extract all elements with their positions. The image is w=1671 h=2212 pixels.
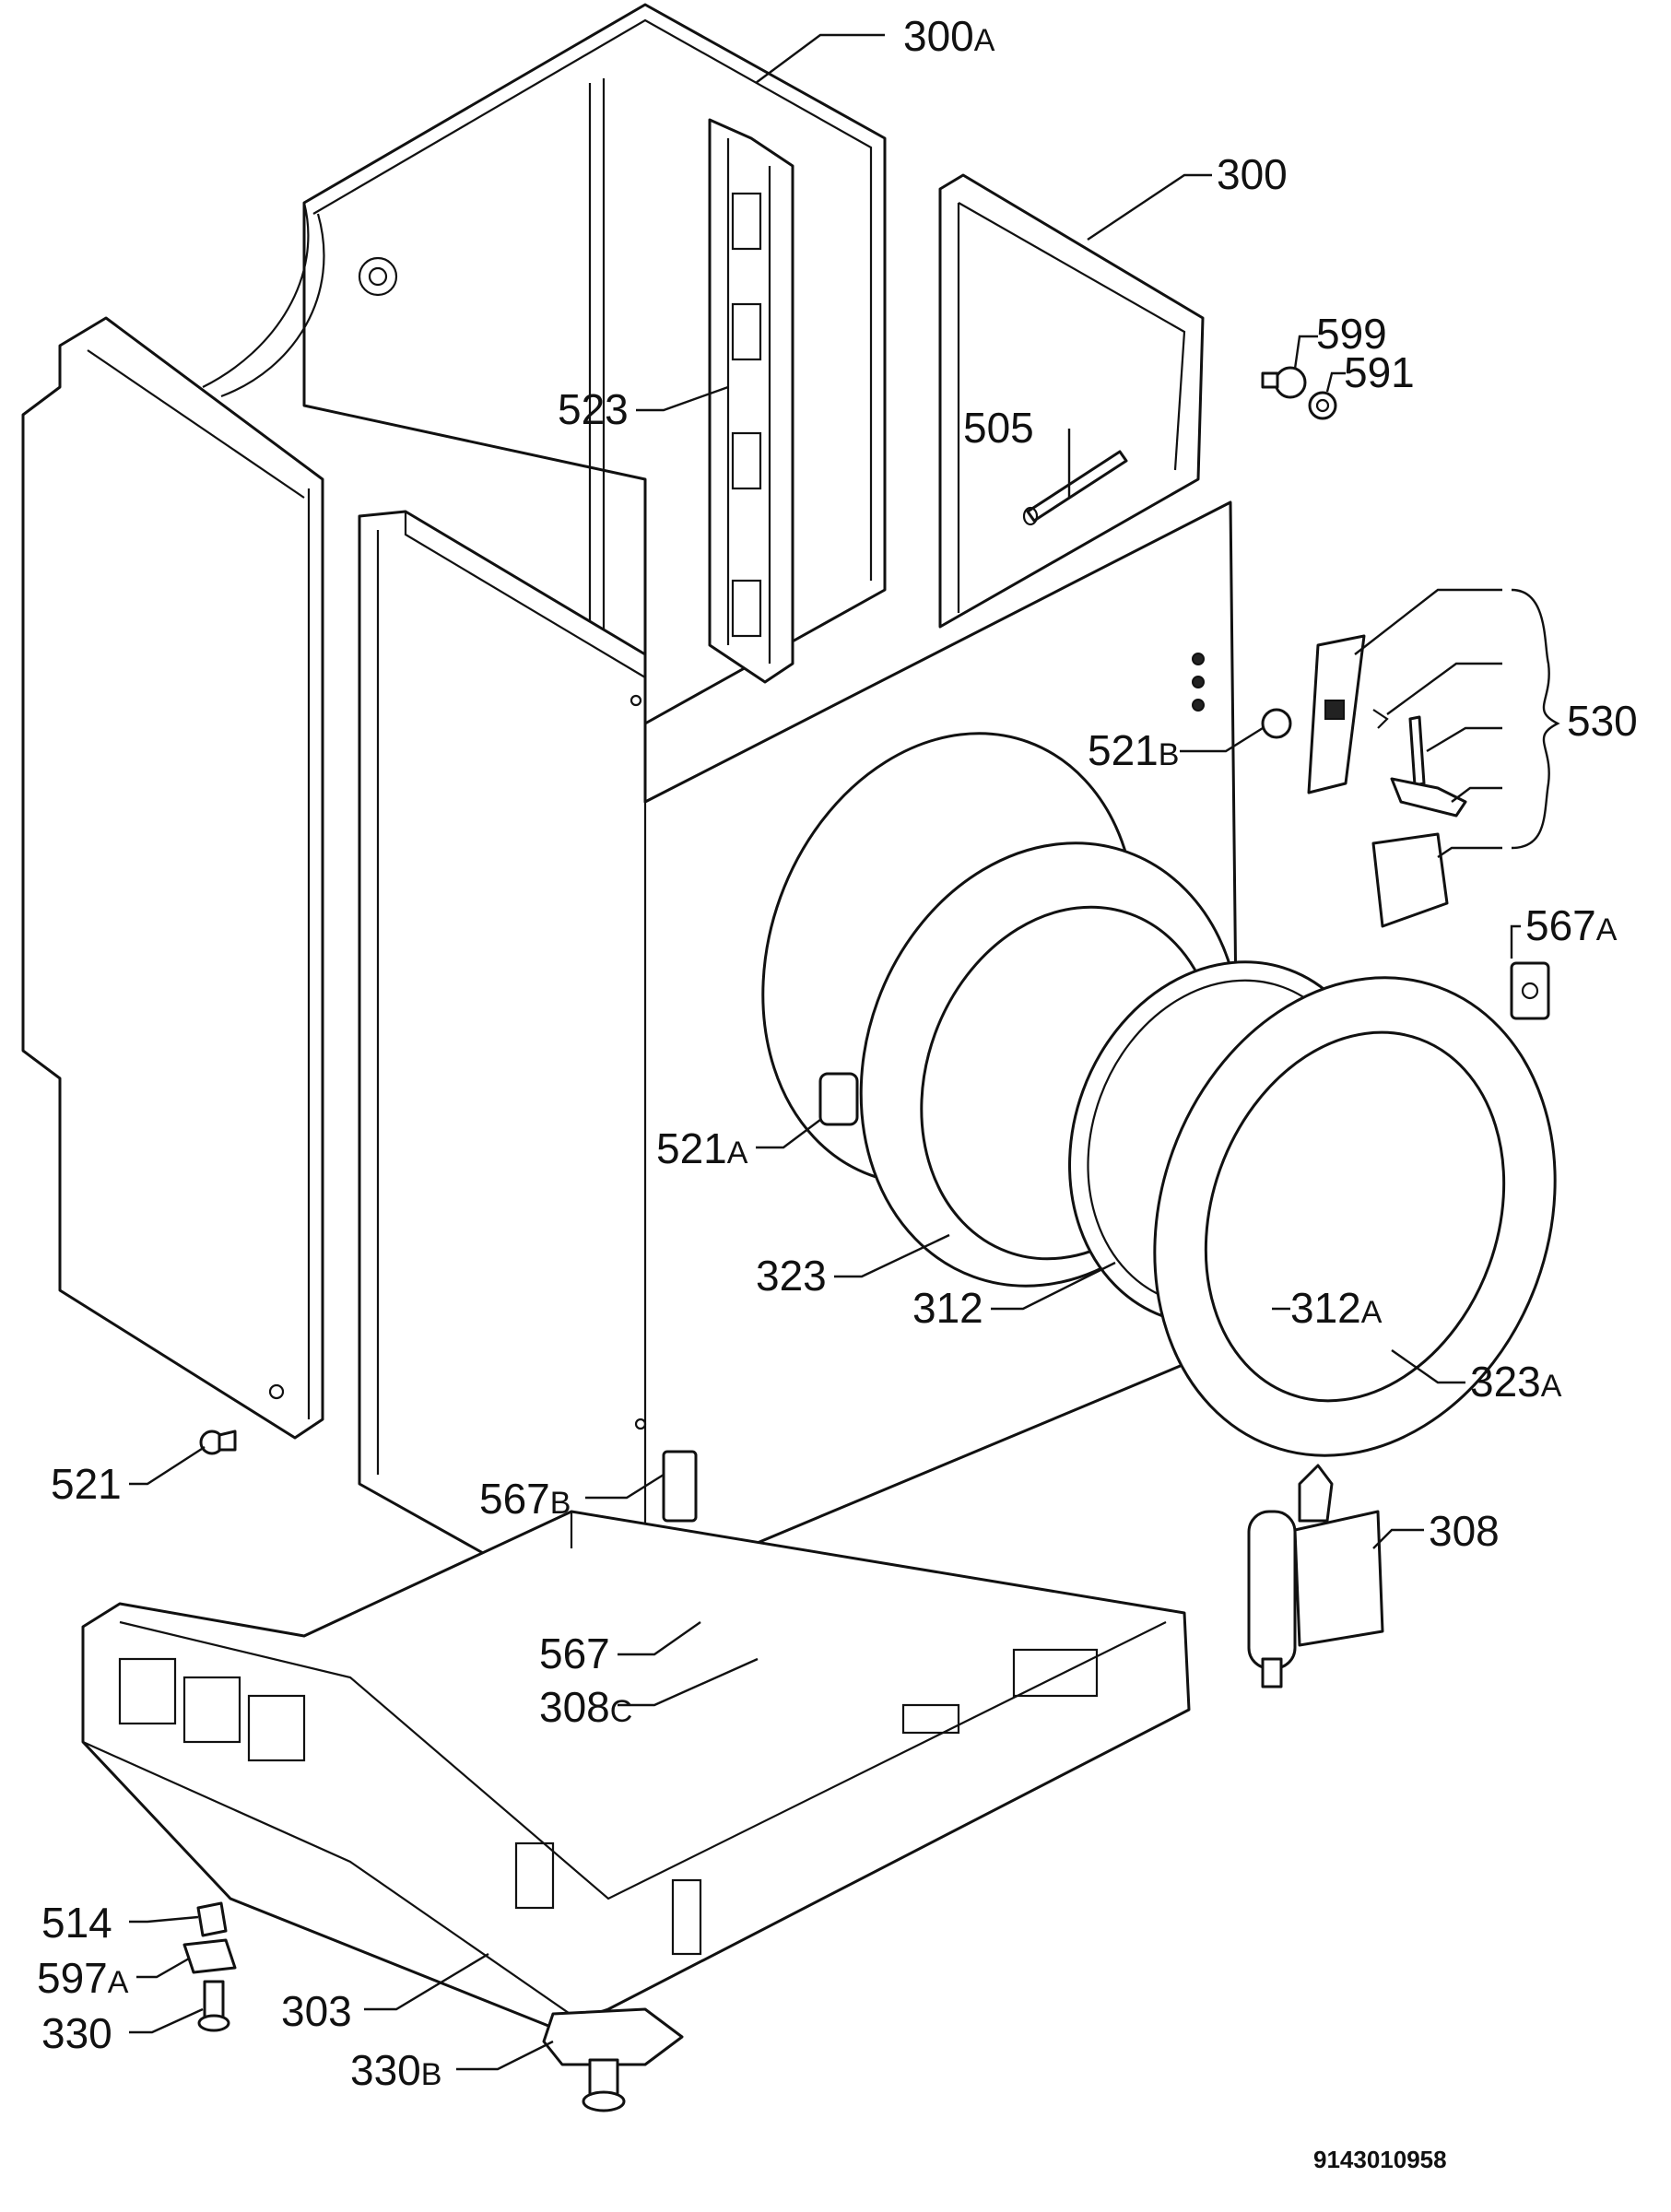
- label-523: 523: [558, 385, 629, 433]
- label-300: 300: [1217, 150, 1288, 198]
- label-505: 505: [963, 404, 1034, 452]
- label-521a: 521A: [656, 1124, 748, 1172]
- label-530: 530: [1567, 697, 1638, 745]
- part-labels: 300A 300 599 591 523 505 530 521B 567A 5…: [37, 12, 1638, 2094]
- levelling-foot-330b: [542, 2007, 684, 2112]
- leader-lines: [129, 33, 1560, 2071]
- label-323: 323: [756, 1252, 827, 1300]
- cabinet-left-side-panel: [21, 316, 324, 1440]
- label-308: 308: [1429, 1507, 1500, 1555]
- label-521: 521: [51, 1460, 122, 1508]
- rear-wiring-strip: [708, 118, 794, 684]
- label-521b: 521B: [1088, 726, 1179, 774]
- rod-505: [1022, 450, 1128, 526]
- label-312a: 312A: [1290, 1284, 1383, 1332]
- label-303: 303: [281, 1987, 352, 2035]
- label-300a: 300A: [903, 12, 995, 60]
- label-323a: 323A: [1470, 1358, 1562, 1406]
- label-567b: 567B: [479, 1475, 571, 1523]
- label-312: 312: [912, 1284, 983, 1332]
- label-330b: 330B: [350, 2046, 441, 2094]
- door-hinge-308: [1247, 1464, 1384, 1688]
- small-fasteners-top: [1261, 366, 1337, 420]
- spacer-514: [196, 1901, 228, 1937]
- foot-parts-left: [182, 1901, 237, 2032]
- label-330: 330: [41, 2009, 112, 2057]
- label-567a: 567A: [1525, 901, 1618, 949]
- cabinet-top-right-frame: [938, 173, 1205, 629]
- label-599: 599: [1316, 310, 1387, 358]
- bracket-567a: [1510, 961, 1550, 1020]
- label-591: 591: [1344, 348, 1415, 396]
- screw-521: [199, 1430, 237, 1455]
- nut-597a: [182, 1938, 237, 1974]
- label-308c: 308C: [539, 1683, 632, 1731]
- label-597a: 597A: [37, 1954, 129, 2002]
- sensor-cover-521a: [818, 1072, 859, 1126]
- bracket-567b: [662, 1450, 698, 1523]
- screw-521b: [1261, 708, 1292, 739]
- label-514: 514: [41, 1899, 112, 1947]
- door-lock-parts: [1261, 634, 1467, 928]
- base-frame-303: [81, 1510, 1191, 2030]
- drawing-number: 9143010958: [1313, 2146, 1447, 2173]
- label-567: 567: [539, 1630, 610, 1677]
